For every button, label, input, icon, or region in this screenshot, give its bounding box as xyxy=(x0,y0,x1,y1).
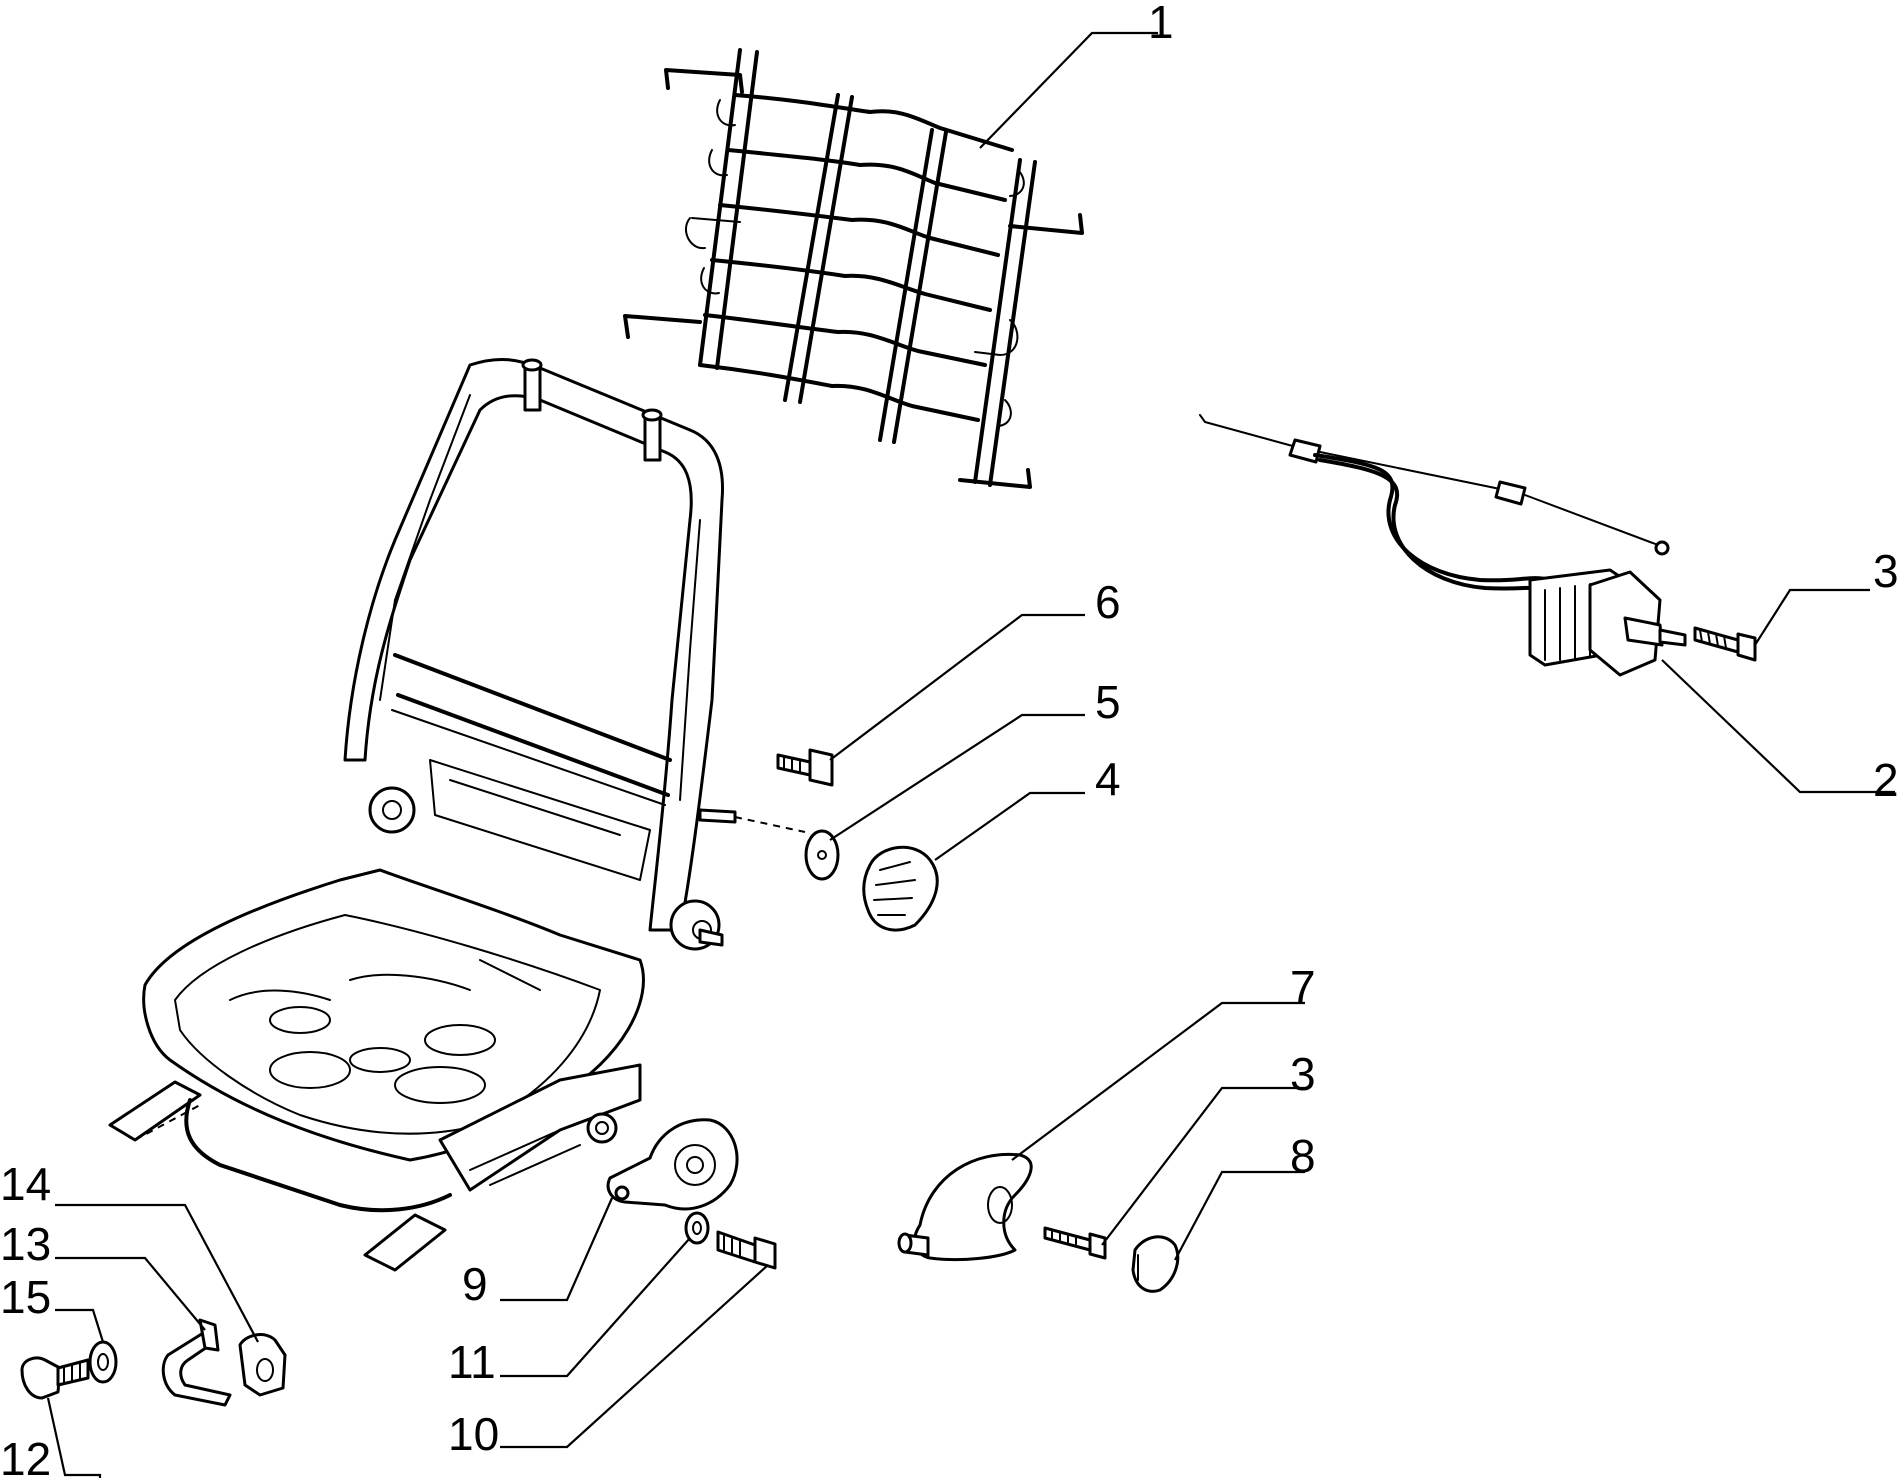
callout-5: 5 xyxy=(1095,676,1121,728)
callout-3-bottom: 3 xyxy=(1290,1048,1316,1100)
callout-2: 2 xyxy=(1873,754,1899,806)
screw-top xyxy=(1693,626,1757,662)
washer-15 xyxy=(88,1340,118,1384)
callout-13: 13 xyxy=(0,1218,51,1270)
screw-bottom xyxy=(1043,1226,1107,1260)
callout-6: 6 xyxy=(1095,576,1121,628)
motor-cable-assembly xyxy=(1199,414,1687,677)
block-14 xyxy=(238,1333,287,1397)
callout-7: 7 xyxy=(1290,961,1316,1013)
callout-15: 15 xyxy=(0,1271,51,1323)
callout-14: 14 xyxy=(0,1158,51,1210)
callout-8: 8 xyxy=(1290,1130,1316,1182)
cap-8 xyxy=(1131,1235,1180,1293)
callout-11: 11 xyxy=(448,1336,496,1388)
bolt-10 xyxy=(716,1230,777,1270)
callout-1: 1 xyxy=(1148,0,1174,48)
callout-12: 12 xyxy=(0,1433,51,1478)
cover-7 xyxy=(897,1152,1033,1262)
callout-4: 4 xyxy=(1095,753,1121,805)
callout-10: 10 xyxy=(448,1408,499,1460)
bolt-12 xyxy=(20,1356,90,1400)
handle-9 xyxy=(606,1118,739,1211)
knob-4 xyxy=(862,845,939,932)
washer-5 xyxy=(804,829,840,881)
washer-11 xyxy=(684,1211,710,1245)
callout-9: 9 xyxy=(462,1258,488,1310)
seat-frame xyxy=(108,358,806,1272)
leader-lines xyxy=(46,31,1895,1478)
bolt-6 xyxy=(776,748,834,787)
backrest-spring-mat xyxy=(623,48,1084,489)
bracket-13 xyxy=(161,1318,232,1407)
callout-3-top: 3 xyxy=(1873,545,1899,597)
